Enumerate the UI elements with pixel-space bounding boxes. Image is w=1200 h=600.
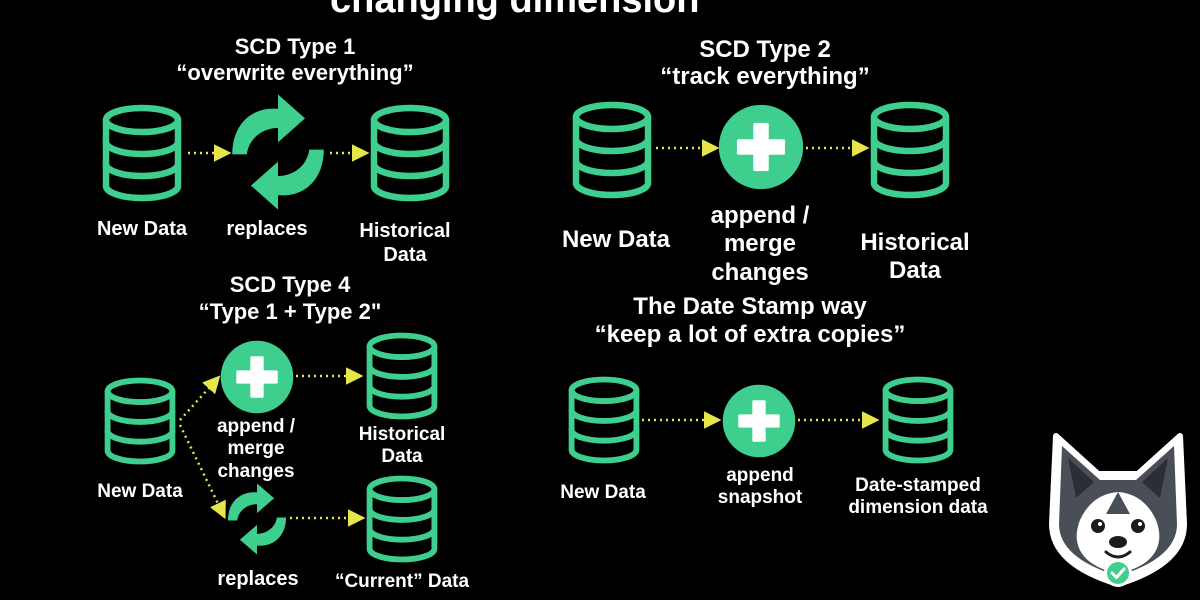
datestamp-title: The Date Stamp way xyxy=(633,293,867,320)
scd1-new-data-database-icon xyxy=(100,103,184,203)
scd1-title: SCD Type 1 xyxy=(234,34,356,59)
scd1-new-data-label: New Data xyxy=(96,218,188,240)
husky-mascot-icon xyxy=(1049,433,1187,587)
datestamp-subtitle: “keep a lot of extra copies” xyxy=(594,321,906,348)
scd4-arrow-new-to-sync xyxy=(178,424,226,520)
scd4-historical-database-icon xyxy=(364,331,440,421)
datestamp-plus-circle-icon xyxy=(722,384,796,458)
scd1-sync-arrows-icon xyxy=(226,92,330,212)
datestamp-append-snapshot-label: append snapshot xyxy=(717,465,803,509)
scd1-replaces-label: replaces xyxy=(226,218,308,240)
datestamp-new-data-database-icon xyxy=(566,375,642,465)
scd1-historical-database-icon xyxy=(368,103,452,203)
scd2-subtitle: “track everything” xyxy=(660,63,870,90)
scd2-append-merge-label: append / merge changes xyxy=(710,202,810,286)
scd2-title: SCD Type 2 xyxy=(699,36,831,63)
scd2-new-data-database-icon xyxy=(570,100,654,200)
scd4-sync-arrows-icon xyxy=(224,482,290,556)
scd4-replaces-label: replaces xyxy=(217,568,299,590)
scd4-arrow-new-to-plus xyxy=(179,375,221,421)
scd4-historical-data-label: Historical Data xyxy=(358,424,446,468)
scd1-subtitle: “overwrite everything” xyxy=(176,60,414,85)
scd4-append-merge-label: append / merge changes xyxy=(216,416,296,482)
scd4-new-data-label: New Data xyxy=(97,481,183,502)
datestamp-new-data-label: New Data xyxy=(560,482,646,503)
scd2-plus-circle-icon xyxy=(718,104,804,190)
scd4-current-data-label: “Current” Data xyxy=(334,571,470,592)
scd4-title: SCD Type 4 xyxy=(229,272,351,297)
scd2-new-data-label: New Data xyxy=(561,226,671,253)
scd4-subtitle: “Type 1 + Type 2" xyxy=(198,299,382,324)
scd2-historical-data-label: Historical Data xyxy=(860,229,970,285)
page-title: changing dimension xyxy=(330,0,700,21)
datestamp-target-label: Date-stamped dimension data xyxy=(848,475,988,519)
scd4-current-database-icon xyxy=(364,474,440,564)
scd1-historical-data-label: Historical Data xyxy=(359,220,451,266)
scd4-plus-circle-icon xyxy=(220,340,294,414)
check-badge-icon xyxy=(1104,559,1132,587)
scd4-new-data-database-icon xyxy=(102,376,178,466)
datestamp-target-database-icon xyxy=(880,375,956,465)
scd2-historical-database-icon xyxy=(868,100,952,200)
